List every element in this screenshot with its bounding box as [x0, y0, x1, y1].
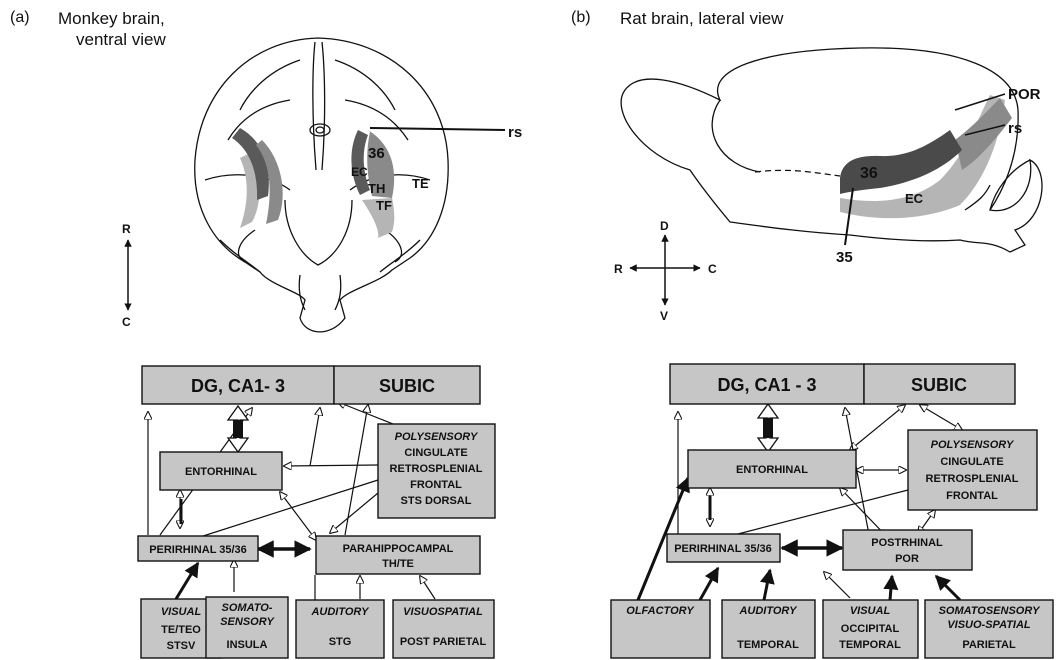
compass-c-label-rat: C [708, 262, 717, 276]
monkey-rs-label: rs [508, 124, 522, 141]
monkey-perirhinal-box: PERIRHINAL 35/36 [149, 544, 247, 556]
rat-somato-line-1: PARIETAL [962, 639, 1016, 651]
compass-c-label: C [122, 315, 131, 329]
rat-connectivity-diagram: DG, CA1 - 3 SUBIC ENTORHINAL POLYSENSORY… [611, 364, 1053, 658]
rat-polysensory-head: POLYSENSORY [931, 439, 1015, 451]
monkey-parahippocampal-line-1: PARAHIPPOCAMPAL [343, 543, 454, 555]
rat-auditory-line-1: TEMPORAL [737, 639, 799, 651]
rat-orientation-compass: D V R C [614, 219, 717, 323]
rat-entorhinal-box: ENTORHINAL [736, 464, 808, 476]
rat-visual-line-2: TEMPORAL [839, 639, 901, 651]
compass-v-label: V [660, 309, 668, 323]
rat-polysensory-line-3: FRONTAL [946, 490, 998, 502]
monkey-polysensory-line-2: RETROSPLENIAL [390, 463, 483, 475]
rat-perirhinal-box: PERIRHINAL 35/36 [674, 543, 772, 555]
compass-r-label-rat: R [614, 262, 623, 276]
rat-por-label: POR [1008, 86, 1041, 103]
monkey-entorhinal-box: ENTORHINAL [185, 466, 257, 478]
rat-dg-ca-box: DG, CA1 - 3 [717, 375, 816, 395]
monkey-visual-head: VISUAL [161, 606, 202, 618]
monkey-polysensory-line-1: CINGULATE [404, 447, 467, 459]
monkey-ec-label: EC [351, 165, 368, 179]
rat-subic-box: SUBIC [911, 375, 967, 395]
rat-auditory-head: AUDITORY [738, 605, 798, 617]
monkey-auditory-line-1: STG [329, 636, 352, 648]
monkey-somato-line-1: INSULA [227, 639, 268, 651]
rat-somato-head-1: SOMATOSENSORY [939, 605, 1042, 617]
monkey-brain-drawing: rs 36 EC TH TF TE [195, 38, 522, 332]
monkey-polysensory-line-4: STS DORSAL [401, 495, 472, 507]
monkey-visual-line-2: STSV [167, 640, 196, 652]
rat-35-label: 35 [836, 249, 853, 266]
rat-polysensory-line-2: RETROSPLENIAL [926, 473, 1019, 485]
rat-visual-head: VISUAL [850, 605, 891, 617]
monkey-36-label: 36 [368, 145, 385, 162]
compass-d-label: D [660, 219, 669, 233]
monkey-visuospatial-head: VISUOSPATIAL [403, 606, 483, 618]
monkey-polysensory-head: POLYSENSORY [395, 431, 479, 443]
monkey-tf-label: TF [376, 198, 392, 213]
monkey-somato-head-1: SOMATO- [222, 602, 273, 614]
rat-rs-label: rs [1008, 120, 1022, 137]
monkey-subic-box: SUBIC [379, 376, 435, 396]
rat-brain-drawing: POR rs 36 EC 35 [621, 48, 1042, 266]
monkey-parahippocampal-line-2: TH/TE [382, 558, 414, 570]
monkey-dg-ca-box: DG, CA1- 3 [191, 376, 285, 396]
monkey-orientation-compass: R C [122, 222, 131, 329]
monkey-th-label: TH [368, 181, 385, 196]
rat-somato-head-2: VISUO-SPATIAL [947, 619, 1031, 631]
monkey-te-label: TE [412, 176, 429, 191]
monkey-visual-line-1: TE/TEO [161, 624, 201, 636]
monkey-auditory-head: AUDITORY [310, 606, 370, 618]
monkey-polysensory-line-3: FRONTAL [410, 479, 462, 491]
rat-polysensory-line-1: CINGULATE [940, 456, 1003, 468]
rat-olfactory-head: OLFACTORY [626, 605, 695, 617]
rat-visual-line-1: OCCIPITAL [841, 623, 900, 635]
monkey-visuospatial-line-1: POST PARIETAL [400, 636, 487, 648]
monkey-connectivity-diagram: DG, CA1- 3 SUBIC ENTORHINAL POLYSENSORY … [138, 366, 495, 658]
rat-ec-label: EC [905, 191, 924, 206]
monkey-somato-head-2: SENSORY [220, 616, 275, 628]
rat-36-label: 36 [860, 165, 878, 182]
compass-r-label: R [122, 222, 131, 236]
rat-postrhinal-line-1: POSTRHINAL [871, 537, 943, 549]
rat-postrhinal-line-2: POR [895, 553, 919, 565]
